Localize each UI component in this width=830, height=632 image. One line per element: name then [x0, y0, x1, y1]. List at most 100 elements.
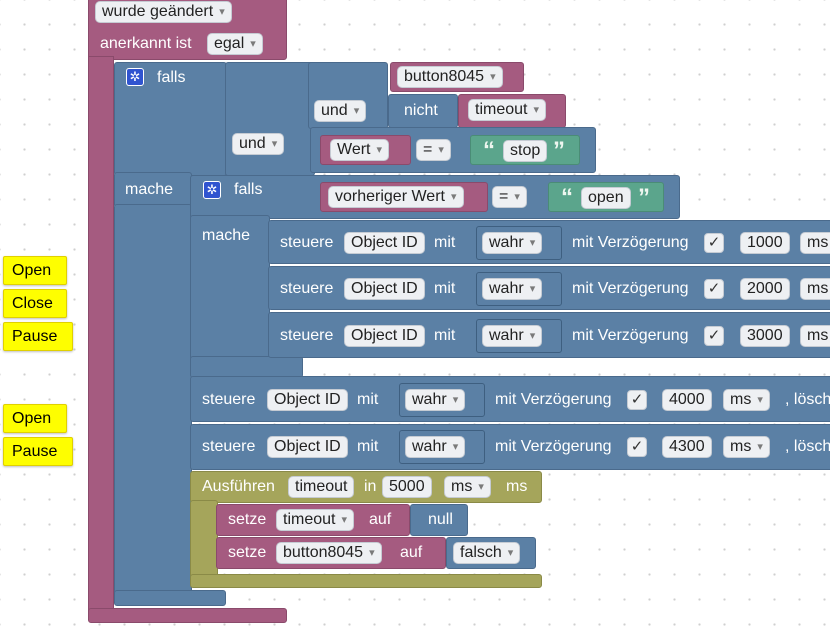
- quote-open-icon: “: [561, 184, 573, 211]
- object-id-field[interactable]: Object ID: [344, 325, 425, 347]
- ms-field[interactable]: ms: [800, 325, 830, 347]
- not-block[interactable]: [388, 94, 458, 128]
- boolean-dropdown[interactable]: falsch: [453, 542, 521, 564]
- comment-close[interactable]: Close: [3, 289, 67, 318]
- if-block-outer-spine: [114, 204, 192, 600]
- gear-icon[interactable]: ✲: [126, 68, 144, 86]
- with-label: mit: [434, 327, 456, 344]
- event-block-body: [88, 56, 114, 616]
- in-label: in: [364, 478, 377, 495]
- timer-block-bottom: [190, 574, 542, 588]
- delay-checkbox[interactable]: ✓: [704, 326, 724, 346]
- delete-label: , lösch: [785, 391, 830, 408]
- ack-dropdown[interactable]: egal: [207, 33, 263, 55]
- with-label: mit: [434, 280, 456, 297]
- comment-pause-1[interactable]: Pause: [3, 322, 73, 351]
- comment-text: Pause: [12, 443, 58, 460]
- run-label: Ausführen: [202, 478, 275, 495]
- with-label: mit: [434, 234, 456, 251]
- with-label: mit: [357, 438, 379, 455]
- to-label: auf: [369, 511, 392, 528]
- to-label: auf: [400, 544, 423, 561]
- timer-block-spine: [190, 500, 218, 578]
- object-id-field[interactable]: Object ID: [267, 389, 348, 411]
- falls-label: falls: [157, 69, 186, 86]
- if-block-outer-bottom: [114, 590, 226, 606]
- value-dropdown[interactable]: wahr: [482, 325, 543, 347]
- control-label: steuere: [280, 280, 334, 297]
- comment-open-1[interactable]: Open: [3, 256, 67, 285]
- delay-field[interactable]: 4000: [662, 389, 712, 411]
- operator-dropdown-outer[interactable]: =: [416, 139, 451, 161]
- delay-field[interactable]: 2000: [740, 278, 790, 300]
- unit-dropdown[interactable]: ms: [444, 476, 491, 498]
- set-var-dropdown[interactable]: button8045: [276, 542, 382, 564]
- quote-close-icon: ”: [553, 137, 565, 164]
- if-block-inner-bottom: [190, 356, 303, 378]
- set-label: setze: [228, 544, 267, 561]
- mache-label: mache: [202, 227, 251, 244]
- timeout-var-field[interactable]: timeout: [288, 476, 355, 498]
- ms-dropdown[interactable]: ms: [723, 389, 770, 411]
- null-block[interactable]: [410, 504, 468, 536]
- gear-icon[interactable]: ✲: [203, 181, 221, 199]
- button8045-dropdown[interactable]: button8045: [397, 66, 503, 88]
- wert-dropdown[interactable]: Wert: [330, 139, 390, 161]
- mache-label: mache: [125, 181, 174, 198]
- event-block-bottom: [88, 608, 287, 623]
- object-id-field[interactable]: Object ID: [344, 278, 425, 300]
- quote-close-icon: ”: [638, 184, 650, 211]
- ack-label: anerkannt ist: [100, 35, 192, 52]
- and-dropdown-outer[interactable]: und: [232, 133, 285, 155]
- delay-checkbox[interactable]: ✓: [704, 233, 724, 253]
- delay-label: mit Verzögerung: [572, 327, 689, 344]
- set-var-dropdown[interactable]: timeout: [276, 509, 354, 531]
- comment-text: Pause: [12, 328, 58, 345]
- delay-label: mit Verzögerung: [572, 280, 689, 297]
- comment-pause-2[interactable]: Pause: [3, 437, 73, 466]
- trigger-dropdown[interactable]: wurde geändert: [95, 1, 232, 23]
- value-dropdown[interactable]: wahr: [482, 232, 543, 254]
- control-label: steuere: [280, 234, 334, 251]
- control-label: steuere: [202, 438, 256, 455]
- delay-label: mit Verzögerung: [495, 438, 612, 455]
- value-dropdown[interactable]: wahr: [482, 278, 543, 300]
- ms-field[interactable]: ms: [800, 278, 830, 300]
- control-label: steuere: [280, 327, 334, 344]
- quote-open-icon: “: [483, 137, 495, 164]
- null-label: null: [428, 511, 453, 528]
- text-stop-field[interactable]: stop: [503, 140, 548, 162]
- delay-field[interactable]: 3000: [740, 325, 790, 347]
- ms-dropdown[interactable]: ms: [723, 436, 770, 458]
- comment-open-2[interactable]: Open: [3, 404, 67, 433]
- object-id-field[interactable]: Object ID: [344, 232, 425, 254]
- falls-label: falls: [234, 181, 263, 198]
- delay-checkbox[interactable]: ✓: [627, 390, 647, 410]
- delay-field[interactable]: 1000: [740, 232, 790, 254]
- control-label: steuere: [202, 391, 256, 408]
- comment-text: Open: [12, 262, 52, 279]
- delay-label: mit Verzögerung: [495, 391, 612, 408]
- timeout-dropdown[interactable]: timeout: [468, 99, 546, 121]
- and-block-outer[interactable]: [225, 62, 315, 176]
- if-block-inner-spine: [190, 215, 270, 360]
- set-label: setze: [228, 511, 267, 528]
- value-dropdown[interactable]: wahr: [405, 436, 466, 458]
- if-block-outer-mache-arm: [114, 172, 192, 208]
- object-id-field[interactable]: Object ID: [267, 436, 348, 458]
- delay-label: mit Verzögerung: [572, 234, 689, 251]
- operator-dropdown-inner[interactable]: =: [492, 186, 527, 208]
- delay-checkbox[interactable]: ✓: [627, 437, 647, 457]
- ms-field[interactable]: ms: [800, 232, 830, 254]
- text-open-field[interactable]: open: [581, 187, 631, 209]
- previous-value-dropdown[interactable]: vorheriger Wert: [328, 186, 464, 208]
- and-dropdown-inner[interactable]: und: [314, 100, 367, 122]
- delay-checkbox[interactable]: ✓: [704, 279, 724, 299]
- value-dropdown[interactable]: wahr: [405, 389, 466, 411]
- with-label: mit: [357, 391, 379, 408]
- comment-text: Open: [12, 410, 52, 427]
- delete-label: , lösch: [785, 438, 830, 455]
- not-label: nicht: [404, 102, 438, 119]
- duration-field[interactable]: 5000: [382, 476, 432, 498]
- delay-field[interactable]: 4300: [662, 436, 712, 458]
